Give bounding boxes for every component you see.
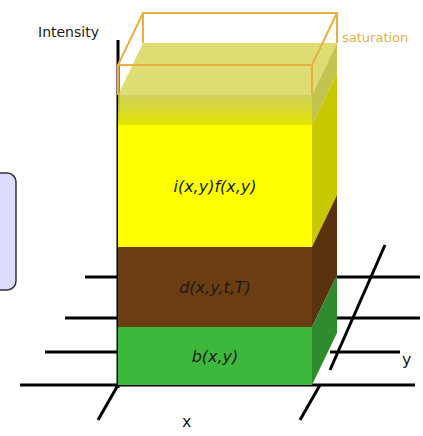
band-formula: i(x,y)f(x,y) (173, 177, 256, 196)
dark-current-band: d(x,y,t,T) (118, 247, 312, 327)
axis-label: x (182, 412, 191, 431)
band-formula: b(x,y) (192, 347, 239, 366)
saturation-label: saturation (342, 30, 408, 45)
signal-band: i(x,y)f(x,y) (118, 125, 312, 247)
axis-label: y (402, 350, 411, 369)
bias-band: b(x,y) (118, 327, 312, 385)
axis-label: Intensity (38, 24, 99, 40)
band-formula: d(x,y,t,T) (179, 278, 251, 297)
